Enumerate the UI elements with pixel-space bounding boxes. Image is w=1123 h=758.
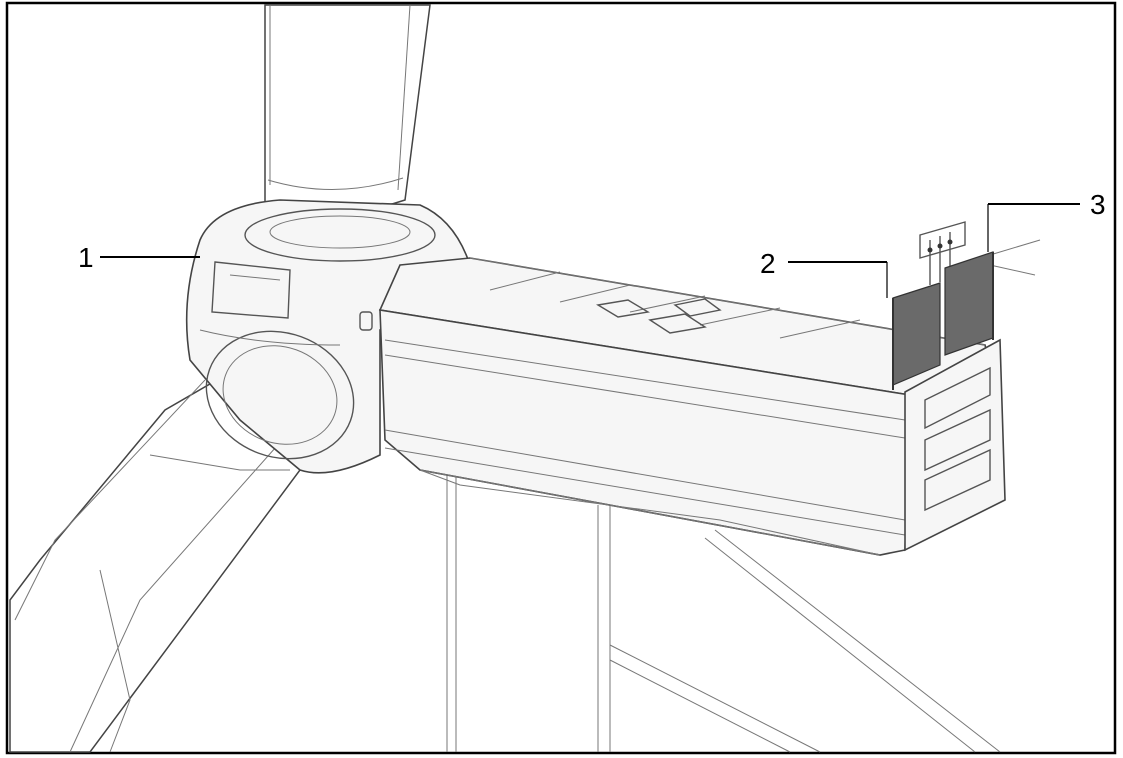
nacelle-body (378, 257, 1006, 556)
sensor-mast-assembly (892, 221, 994, 390)
tower-structure (446, 239, 1041, 753)
callout-3: 3 (1090, 189, 1106, 220)
cooler-panel-3 (944, 251, 994, 356)
figure-border (5, 1, 1117, 755)
upper-blade (264, 4, 431, 215)
callout-2: 2 (760, 248, 776, 279)
callout-leaders (100, 203, 1080, 298)
callout-1: 1 (78, 242, 94, 273)
